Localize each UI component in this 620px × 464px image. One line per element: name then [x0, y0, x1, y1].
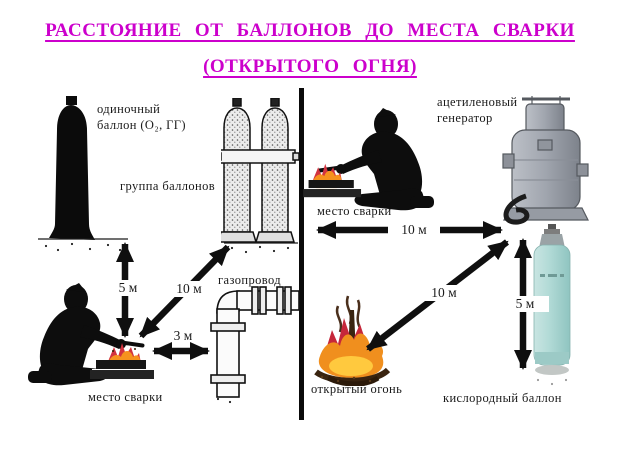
page-title: РАССТОЯНИЕ ОТ БАЛЛОНОВ ДО МЕСТА СВАРКИ — [0, 20, 620, 42]
single-cylinder-label-line1: одиночный — [97, 102, 161, 116]
title-line1: РАССТОЯНИЕ ОТ БАЛЛОНОВ ДО МЕСТА СВАРКИ — [45, 20, 575, 41]
cylinder-group-label: группа баллонов — [120, 179, 216, 193]
gas-pipeline-label: газопровод — [218, 273, 282, 287]
panel-divider — [299, 88, 304, 420]
acetylene-generator-graphic — [502, 96, 589, 225]
distance-label-group-10m: 10 м — [163, 281, 215, 297]
welding-place-label-left: место сварки — [88, 390, 163, 404]
acetylene-generator-label-line2: генератор — [437, 111, 493, 125]
weld-bench-graphic — [303, 180, 362, 198]
single-cylinder-label-line2: баллон (О₂, ГГ) — [97, 118, 186, 132]
oxygen-cylinder-label: кислородный баллон — [443, 391, 562, 405]
distance-label-fire-oxygen-10m: 10 м — [418, 285, 470, 301]
page-subtitle: (ОТКРЫТОГО ОГНЯ) — [0, 56, 620, 78]
single-cylinder-graphic — [49, 96, 95, 240]
distance-label-single-5m: 5 м — [104, 280, 152, 296]
distance-label-pipeline-3m: 3 м — [173, 328, 193, 343]
ground-texture — [44, 242, 568, 404]
welder-figure — [317, 108, 434, 211]
cylinder-group-graphic — [221, 98, 300, 243]
welder-figure — [28, 283, 145, 386]
acetylene-generator-label-line1: ацетиленовый — [437, 95, 518, 109]
title-line2: (ОТКРЫТОГО ОГНЯ) — [203, 56, 417, 77]
open-fire-graphic — [314, 295, 391, 386]
weld-bench-graphic — [90, 360, 154, 379]
single-cylinder-label: одиночный баллон (О₂, ГГ) — [97, 101, 186, 133]
acetylene-generator-label: ацетиленовый генератор — [437, 94, 517, 126]
ground-lines — [38, 238, 298, 244]
distance-label-generator-10m: 10 м — [388, 222, 440, 238]
welding-place-label-right: место сварки — [317, 204, 392, 218]
distance-label-oxygen-5m: 5 м — [501, 296, 549, 312]
oxygen-cylinder-graphic — [533, 224, 571, 375]
open-flame-label: открытый огонь — [311, 382, 403, 396]
